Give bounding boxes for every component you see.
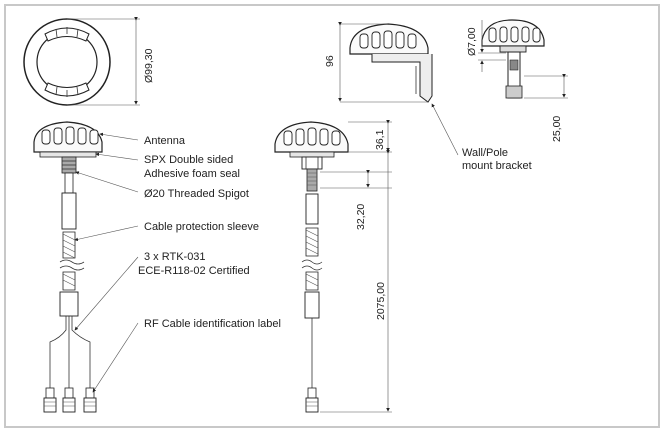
callout-rtk-2: ECE-R118-02 Certified: [138, 265, 250, 277]
dim-height-bracket: 96: [324, 55, 336, 67]
left-assembly-view: [33, 121, 103, 413]
callout-foam-seal-2: Adhesive foam seal: [144, 168, 240, 180]
callout-bracket-1: Wall/Pole: [462, 147, 508, 159]
clamp-front-view: Ø7,00 25,00: [466, 19, 568, 142]
callout-spigot: Ø20 Threaded Spigot: [144, 188, 249, 200]
dim-dome-height: 36,1: [374, 129, 386, 150]
dim-diameter-top: Ø99,30: [143, 48, 155, 83]
callout-sleeve: Cable protection sleeve: [144, 221, 259, 233]
side-elevation-view: 36,1 32,20 2075,00: [274, 120, 392, 413]
callout-rtk-1: 3 x RTK-031: [144, 251, 206, 263]
dim-bracket-depth: 25,00: [551, 116, 563, 142]
dim-spigot-length: 32,20: [355, 204, 367, 230]
dim-hole-diameter: Ø7,00: [466, 27, 478, 56]
callout-antenna: Antenna: [144, 135, 186, 147]
top-view: Ø99,30: [23, 17, 155, 106]
callout-rf-label: RF Cable identification label: [144, 318, 281, 330]
bracket-side-view: 96: [324, 22, 433, 103]
drawing-frame: [4, 4, 660, 428]
callout-bracket-2: mount bracket: [462, 160, 532, 172]
leader-lines: [74, 103, 459, 393]
dim-cable-length: 2075,00: [375, 282, 387, 320]
callout-foam-seal-1: SPX Double sided: [144, 154, 233, 166]
